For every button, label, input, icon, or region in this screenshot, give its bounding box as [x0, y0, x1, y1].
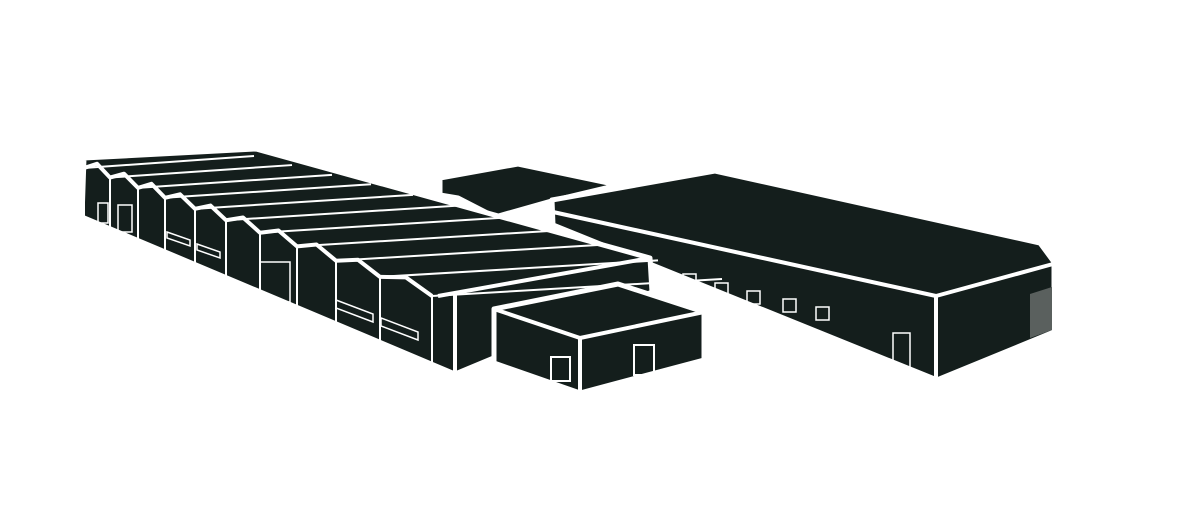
- roof-ridge: [296, 229, 552, 248]
- roof-ridge: [83, 155, 255, 169]
- small-front-building: [491, 281, 707, 396]
- window: [782, 298, 797, 313]
- window: [196, 242, 221, 260]
- window: [746, 290, 761, 305]
- roof-ridges: [83, 155, 723, 364]
- window: [815, 306, 830, 321]
- roof-ridge: [335, 243, 603, 262]
- door: [97, 202, 109, 224]
- window: [166, 230, 191, 248]
- roof-ridge: [109, 164, 293, 179]
- sawtooth-roof-edge: [83, 161, 434, 298]
- warehouse-windows: [682, 273, 830, 321]
- window: [335, 298, 374, 324]
- roof-ridge: [431, 278, 723, 297]
- door: [259, 261, 291, 303]
- warehouse-side-door: [1030, 287, 1052, 338]
- factory-doors: [97, 202, 291, 303]
- roof-ridge: [194, 193, 414, 210]
- window: [714, 282, 729, 297]
- window: [380, 316, 419, 342]
- door: [117, 204, 133, 233]
- door: [633, 344, 655, 376]
- factory-windows: [166, 230, 419, 342]
- roof-ridge: [225, 204, 457, 222]
- window: [550, 356, 571, 382]
- roof-ridge: [164, 183, 372, 199]
- roof-ridge: [137, 173, 333, 189]
- warehouse-door: [892, 332, 911, 371]
- roof-ridge: [259, 216, 503, 234]
- central-rear-block: [437, 161, 621, 220]
